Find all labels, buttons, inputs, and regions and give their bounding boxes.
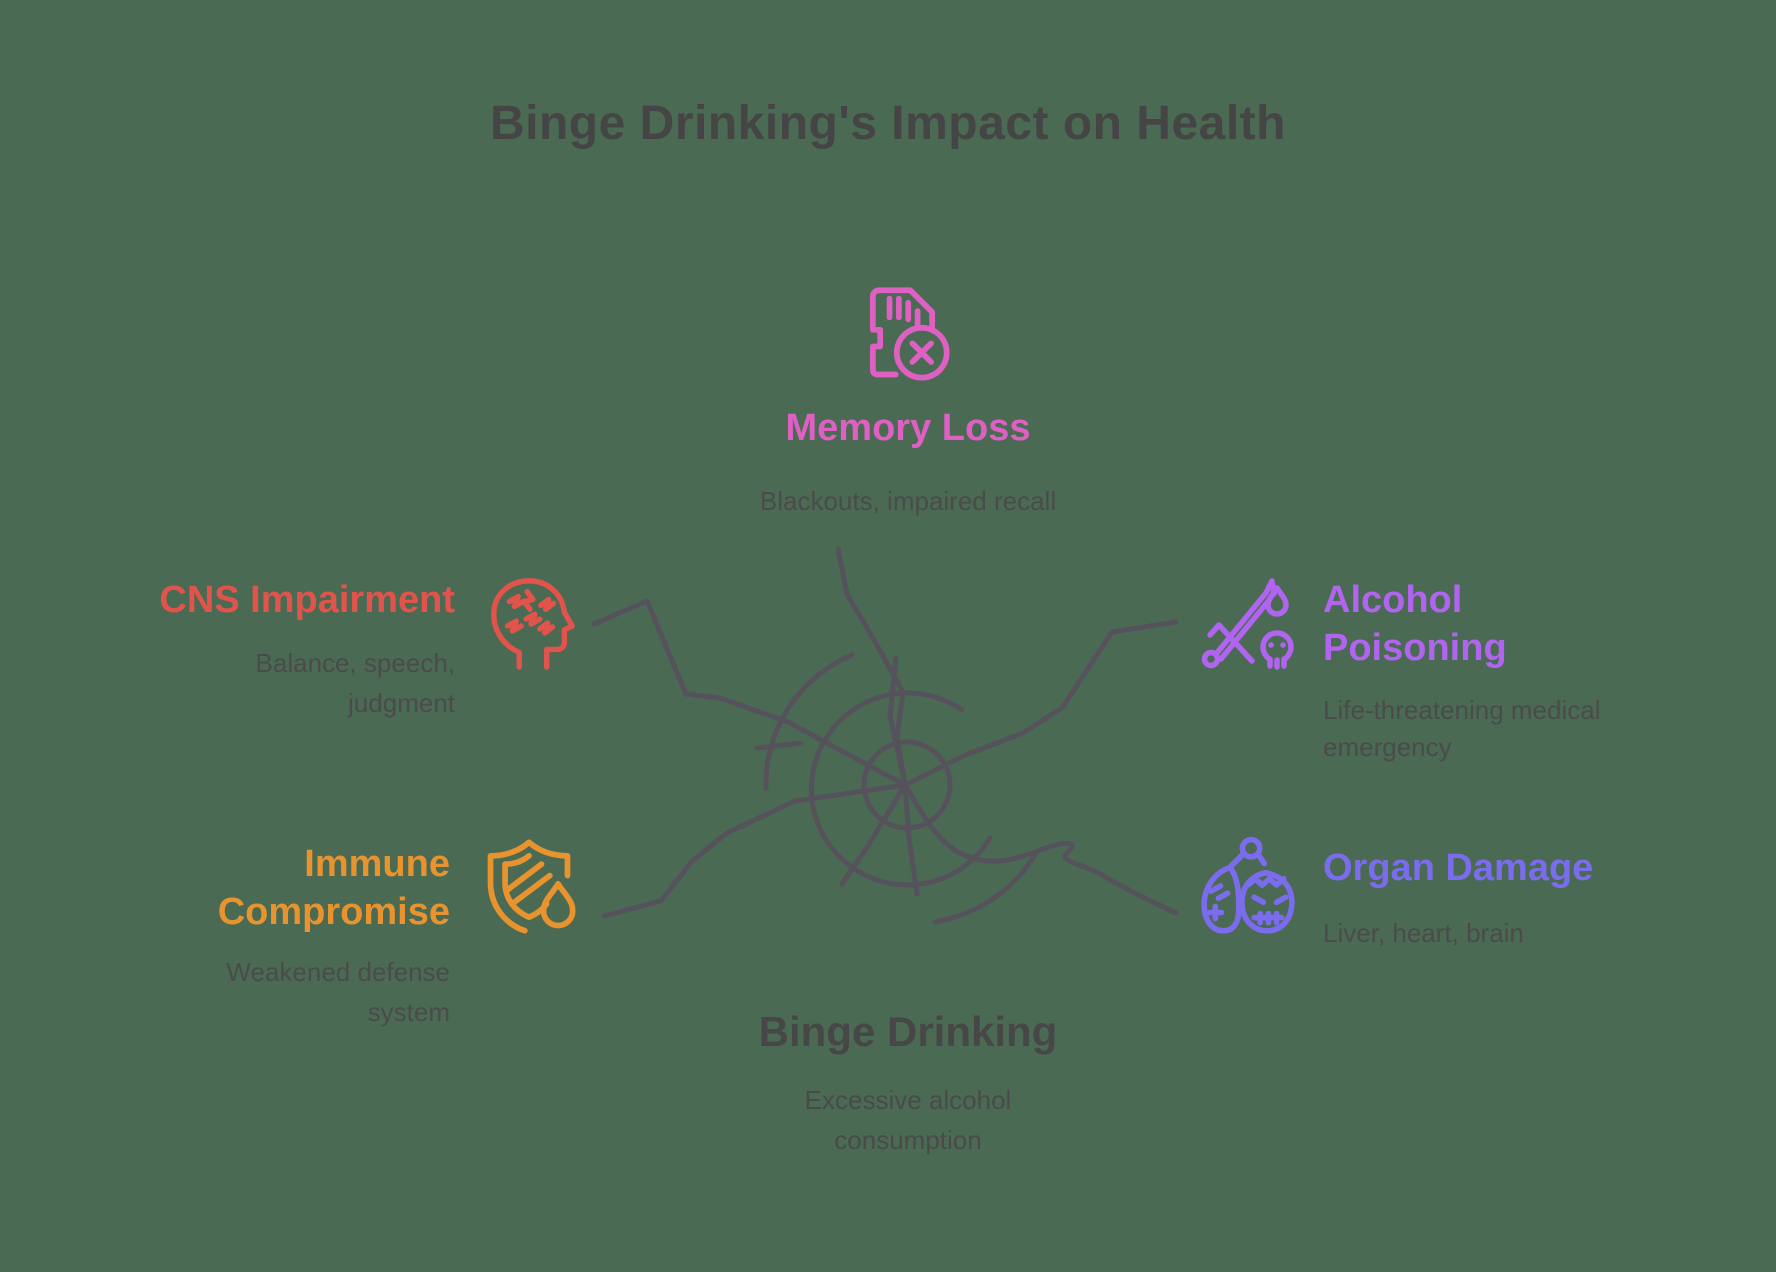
web-arc-outer-left	[763, 652, 855, 791]
center-description: Excessive alcohol consumption	[804, 1085, 1012, 1155]
web-detail-segment	[754, 740, 804, 751]
head-impairment-icon	[491, 578, 575, 670]
immune-compromise-description: Weakened defense system	[226, 957, 450, 1027]
web-branch-organ-line	[902, 782, 1179, 916]
damaged-organs-icon	[1201, 836, 1295, 934]
shield-droplet-icon	[487, 839, 576, 934]
web-branch-cns-line	[591, 598, 908, 788]
web-spur-north-line	[887, 655, 908, 788]
web-arc-outer-right	[932, 852, 1038, 925]
sd-card-error-icon	[870, 287, 950, 381]
organ-damage-label: Organ Damage	[1323, 847, 1594, 889]
organ-damage-description: Liver, heart, brain	[1323, 918, 1524, 948]
cns-impairment-label: CNS Impairment	[159, 579, 455, 621]
sword-skull-poison-icon	[1201, 578, 1294, 670]
web-branch-immune-line	[601, 782, 908, 919]
memory-loss-label: Memory Loss	[785, 407, 1031, 449]
web-spur-southwest-line	[839, 782, 908, 887]
web-arc-inner	[861, 739, 953, 831]
web-branch-center-line	[902, 782, 920, 897]
immune-compromise-label: Immune Compromise	[217, 843, 450, 933]
cns-impairment-description: Balance, speech, judgment	[255, 648, 455, 718]
web-branch-alcohol-line	[902, 619, 1179, 788]
center-label: Binge Drinking	[758, 1008, 1058, 1055]
page-title: Binge Drinking's Impact on Health	[489, 97, 1286, 150]
memory-loss-description: Blackouts, impaired recall	[759, 486, 1057, 516]
web-arc-middle	[808, 690, 993, 888]
alcohol-poisoning-description: Life-threatening medical emergency	[1323, 695, 1601, 762]
alcohol-poisoning-label: Alcohol Poisoning	[1323, 579, 1507, 669]
